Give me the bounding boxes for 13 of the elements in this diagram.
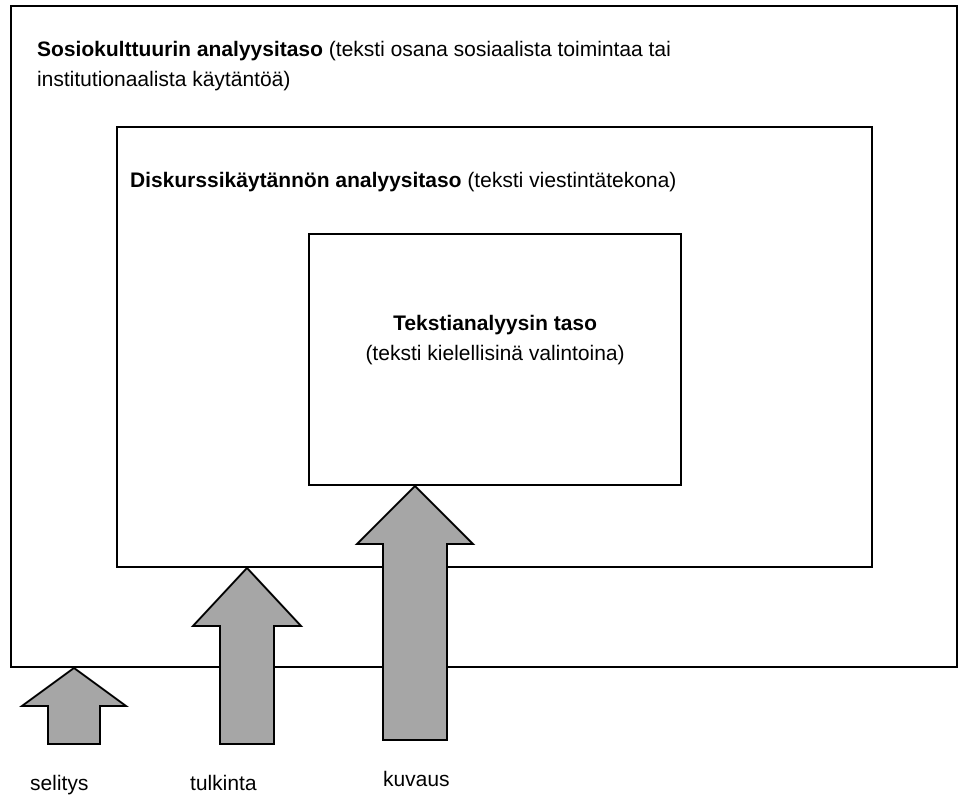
level-description: Diskurssikäytännön analyysitaso (teksti viestintätekona)	[130, 168, 678, 194]
level-description: Sosiokulttuurin analyysitaso (teksti osana sosiaalista toimintaa tai institutionaalista käytäntöä)	[37, 37, 672, 94]
level-box	[308, 233, 682, 486]
block-arrow	[354, 484, 476, 741]
level-box	[116, 126, 873, 568]
level-box	[10, 5, 958, 668]
block-arrow	[18, 666, 130, 745]
level-description: (teksti kielellisinä valintoina)	[364, 341, 626, 368]
block-arrow	[190, 566, 304, 745]
arrow-label: selitys	[30, 772, 88, 796]
arrow-label: kuvaus	[383, 768, 450, 792]
arrow-label: tulkinta	[190, 772, 257, 796]
level-heading: Tekstianalyysin taso	[392, 311, 598, 337]
